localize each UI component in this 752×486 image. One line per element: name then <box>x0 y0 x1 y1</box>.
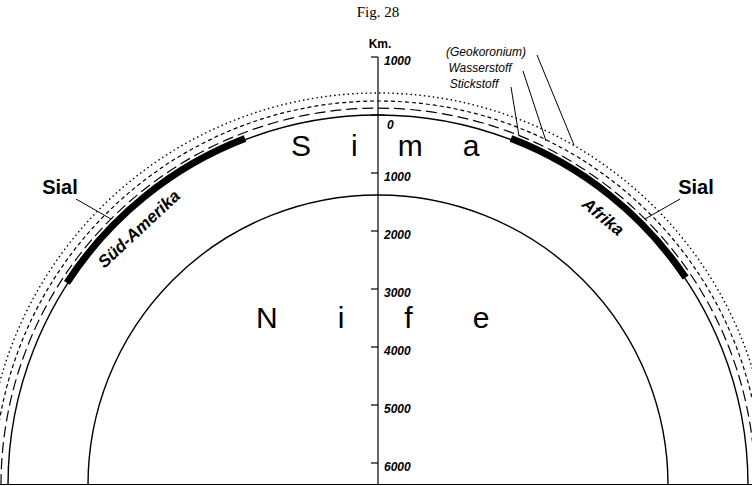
leader-line <box>523 71 546 141</box>
axis-tick <box>371 462 378 463</box>
axis-line <box>377 57 378 485</box>
base-line <box>0 484 752 485</box>
axis-value: 4000 <box>384 345 411 357</box>
axis-value: 0 <box>387 119 394 131</box>
layer-name: Stickstoff <box>450 78 499 90</box>
layer-name: Sial <box>678 177 714 197</box>
depth-axis <box>371 57 385 485</box>
leader-line <box>645 199 680 219</box>
leader-line <box>511 87 519 136</box>
layer-name: (Geokoronium) <box>446 46 526 58</box>
axis-tick <box>371 56 378 57</box>
axis-tick <box>371 346 378 347</box>
leader-line <box>76 199 111 219</box>
axis-value: 3000 <box>384 287 411 299</box>
sial-block <box>511 139 686 278</box>
hydrogen-shell <box>0 101 752 485</box>
layer-name: Nife <box>256 303 549 333</box>
layer-name: Sima <box>291 131 519 161</box>
axis-tick <box>371 230 378 231</box>
axis-tick <box>371 404 378 405</box>
axis-value: 6000 <box>384 461 411 473</box>
axis-value: 1000 <box>384 55 411 67</box>
geokoronium-shell <box>0 93 752 485</box>
axis-tick <box>371 288 378 289</box>
axis-tick <box>371 172 378 173</box>
axis-value: 5000 <box>384 403 411 415</box>
axis-value: 2000 <box>384 229 411 241</box>
nitrogen-shell <box>1 108 752 485</box>
axis-tick <box>371 114 385 115</box>
sial-block <box>67 139 245 283</box>
shells <box>0 93 752 485</box>
layer-name: Wasserstoff <box>448 62 511 74</box>
axis-unit: Km. <box>369 38 392 50</box>
layer-name: Sial <box>42 177 78 197</box>
axis-value: 1000 <box>384 171 411 183</box>
figure-title: Fig. 28 <box>357 5 400 20</box>
